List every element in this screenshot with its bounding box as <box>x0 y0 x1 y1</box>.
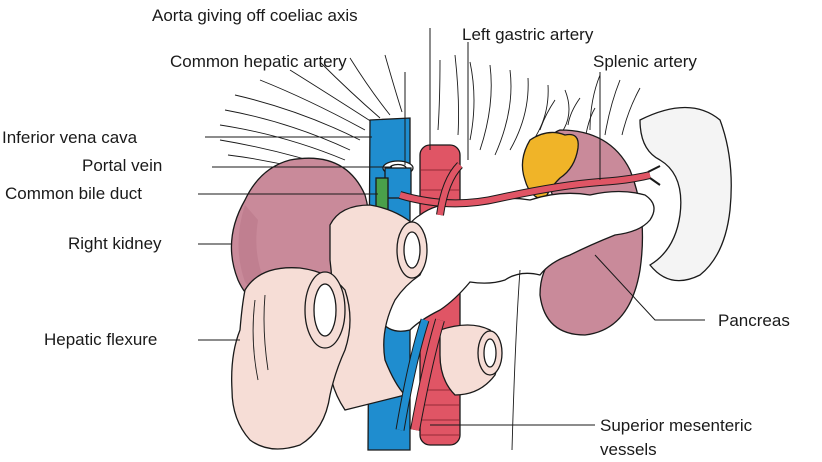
label-pancreas: Pancreas <box>718 311 790 330</box>
label-common-bile-duct: Common bile duct <box>5 184 142 203</box>
label-common-hepatic-artery: Common hepatic artery <box>170 52 347 71</box>
label-aorta: Aorta giving off coeliac axis <box>152 6 358 25</box>
spleen <box>640 108 731 281</box>
label-left-gastric-artery: Left gastric artery <box>462 25 594 44</box>
label-vessels: vessels <box>600 440 657 459</box>
label-inferior-vena-cava: Inferior vena cava <box>2 128 138 147</box>
label-hepatic-flexure: Hepatic flexure <box>44 330 157 349</box>
label-superior-mesenteric: Superior mesenteric <box>600 416 753 435</box>
label-portal-vein: Portal vein <box>82 156 162 175</box>
label-splenic-artery: Splenic artery <box>593 52 697 71</box>
hepatic-flexure <box>232 268 350 449</box>
ureter <box>512 270 520 450</box>
label-right-kidney: Right kidney <box>68 234 162 253</box>
